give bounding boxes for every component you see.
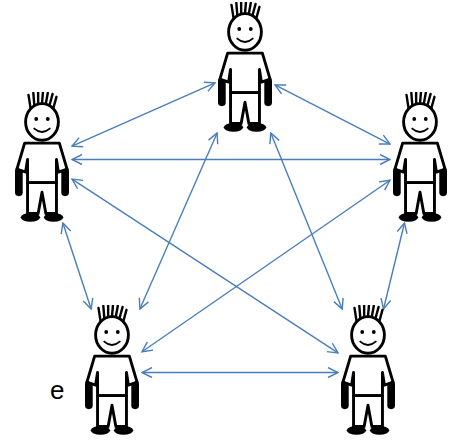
double-arrow <box>142 372 338 373</box>
stick-figure <box>2 92 82 227</box>
double-arrow <box>72 159 390 160</box>
stick-figure <box>205 2 285 137</box>
stick-figure <box>328 305 408 440</box>
stick-figure-art <box>17 92 67 222</box>
stick-figure-art <box>220 2 270 132</box>
stick-figure <box>72 305 152 440</box>
double-arrow <box>72 83 215 146</box>
person-figure <box>2 92 82 227</box>
person-figure <box>205 2 285 137</box>
stick-figure-art <box>87 305 137 435</box>
double-arrow <box>63 223 91 309</box>
person-figure <box>72 305 152 440</box>
double-arrow <box>275 85 390 144</box>
person-figure <box>380 92 460 227</box>
stick-figure <box>380 92 460 227</box>
person-figure <box>328 305 408 440</box>
double-arrow <box>384 223 405 309</box>
text-fragment: e <box>50 377 64 403</box>
stick-figure-art <box>343 305 393 435</box>
stick-figure-art <box>395 92 445 222</box>
